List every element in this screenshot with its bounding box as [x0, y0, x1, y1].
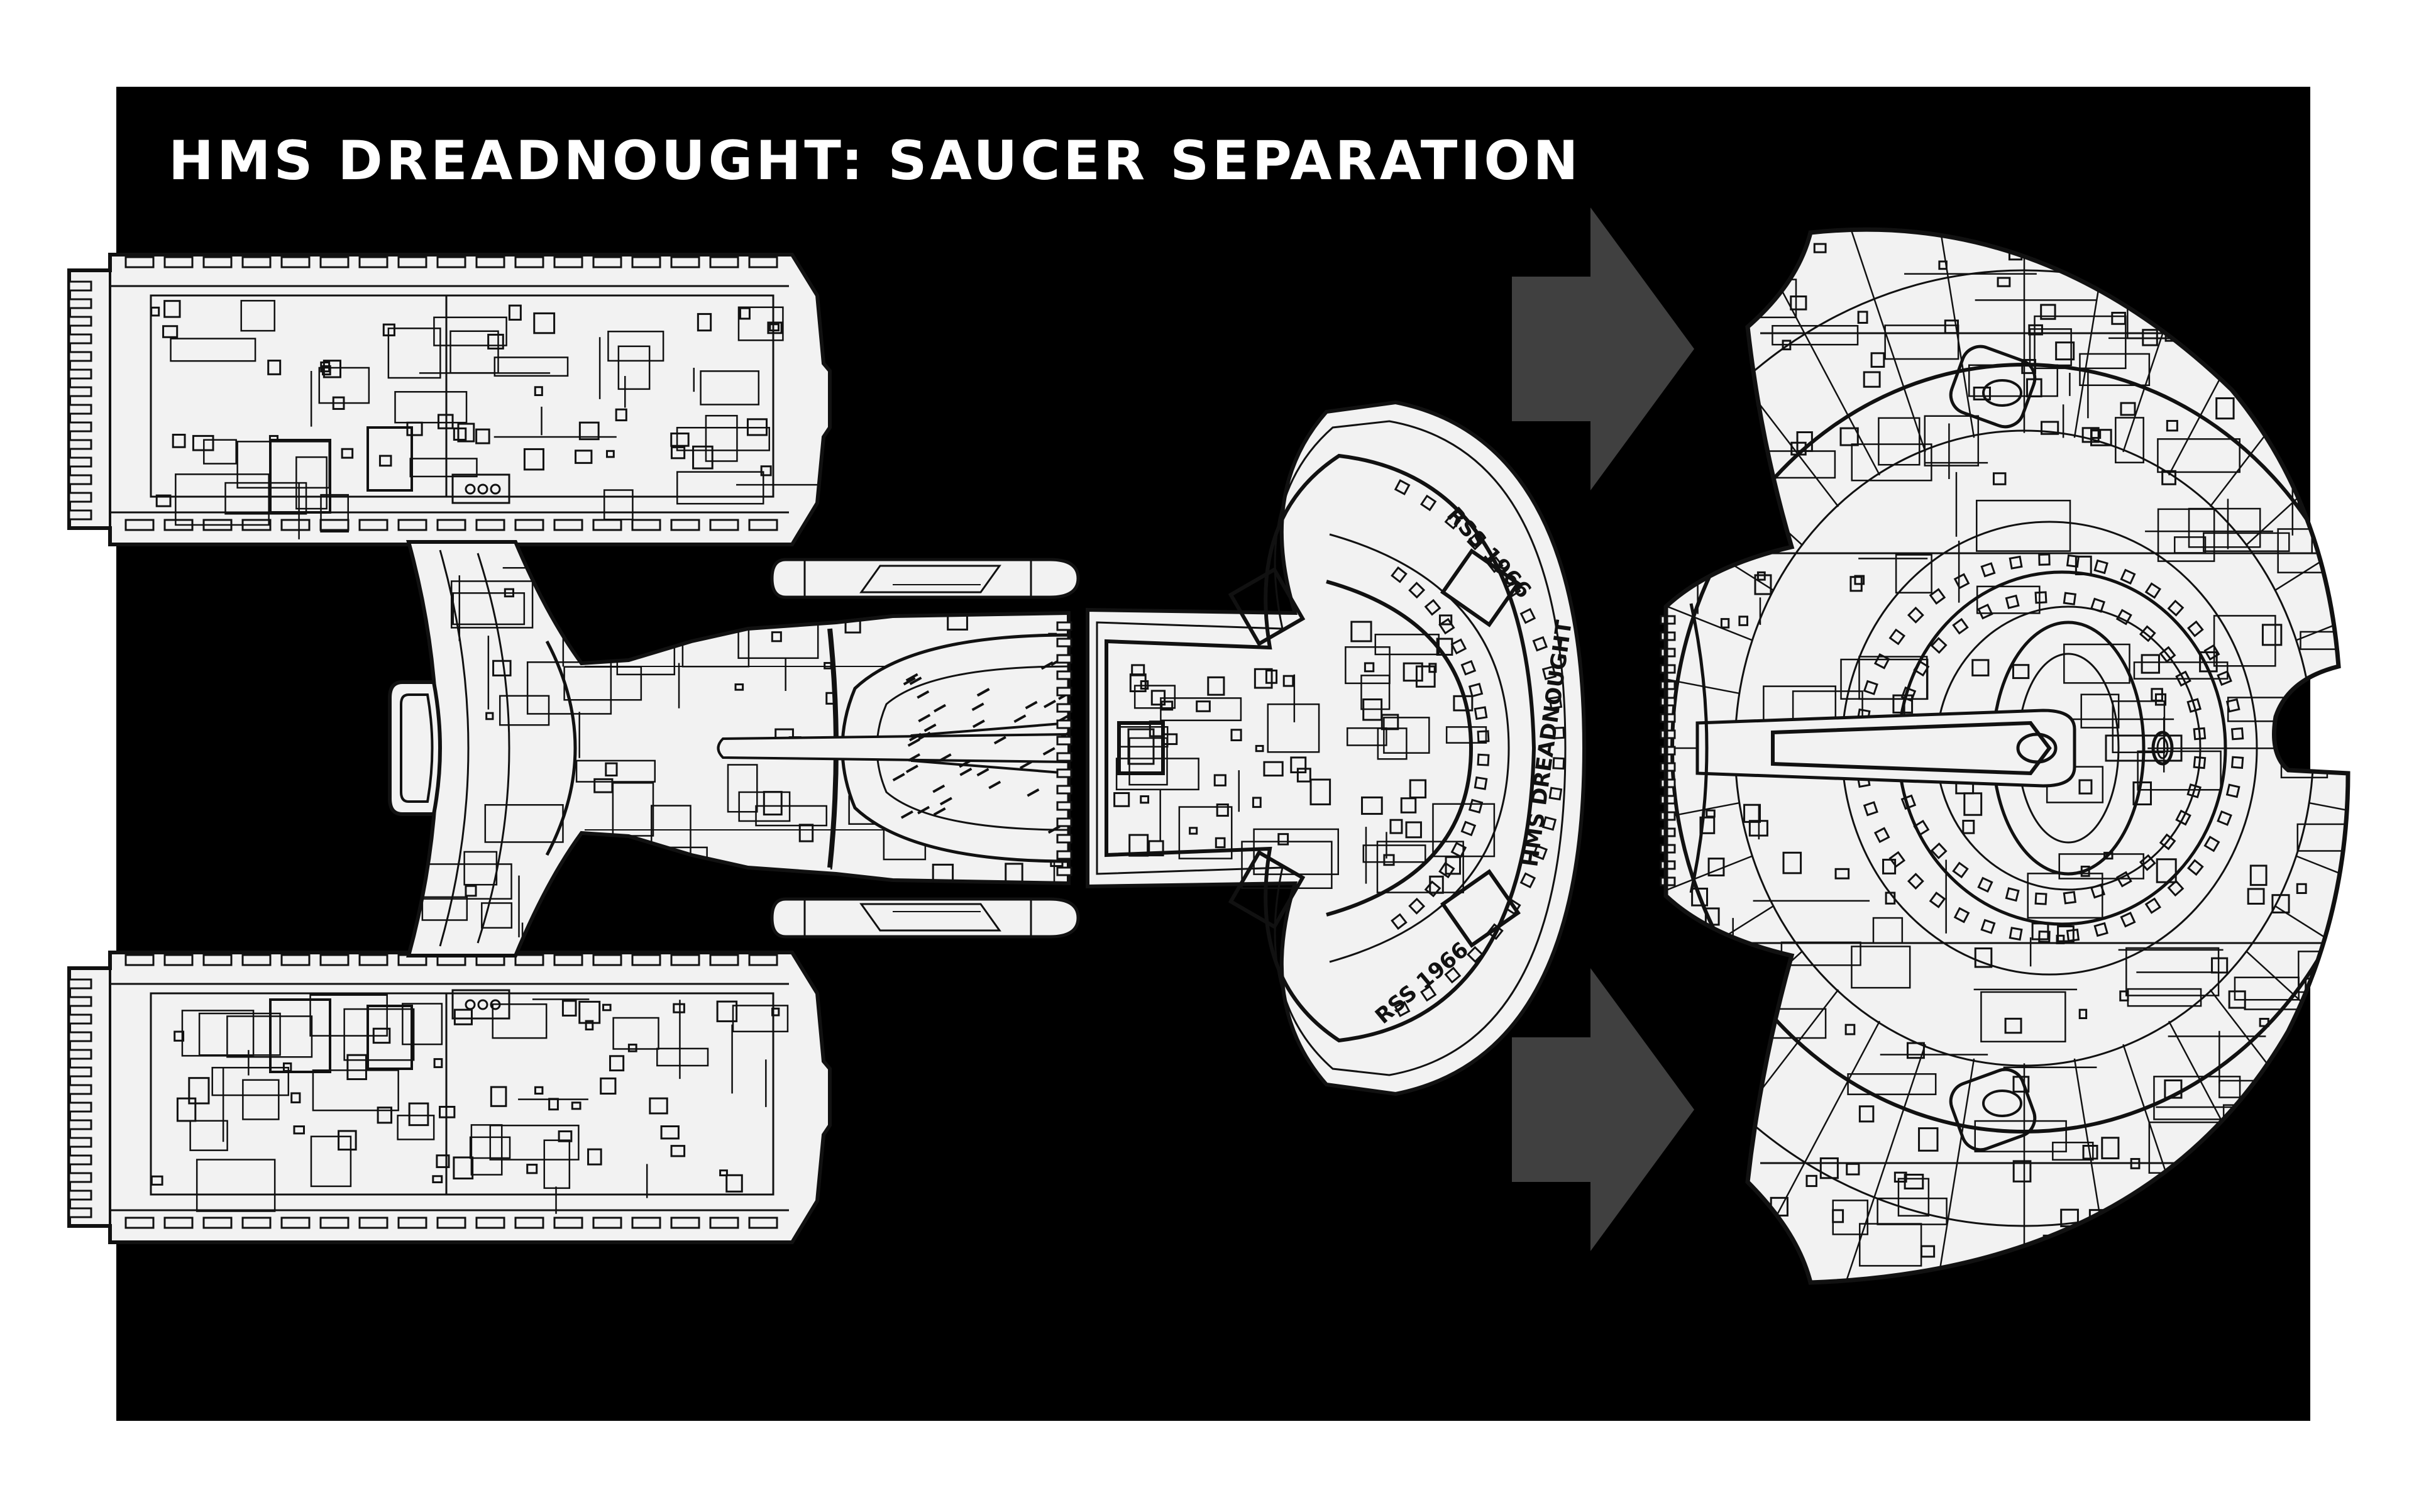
separated-saucer	[1660, 227, 2351, 1285]
lower-separation-arrow	[1512, 968, 1694, 1251]
upper-pod	[770, 558, 1080, 599]
lower-pod	[770, 897, 1080, 939]
secondary-hull	[67, 253, 1080, 1244]
lower-nacelle	[67, 951, 832, 1244]
upper-separation-arrow	[1512, 207, 1694, 490]
diagram-title: HMS DREADNOUGHT: SAUCER SEPARATION	[168, 130, 1581, 192]
docked-saucer: RSS 1966 RSS 1966 HMS DREADNOUGHT	[1086, 400, 1587, 1096]
upper-nacelle	[67, 253, 832, 546]
